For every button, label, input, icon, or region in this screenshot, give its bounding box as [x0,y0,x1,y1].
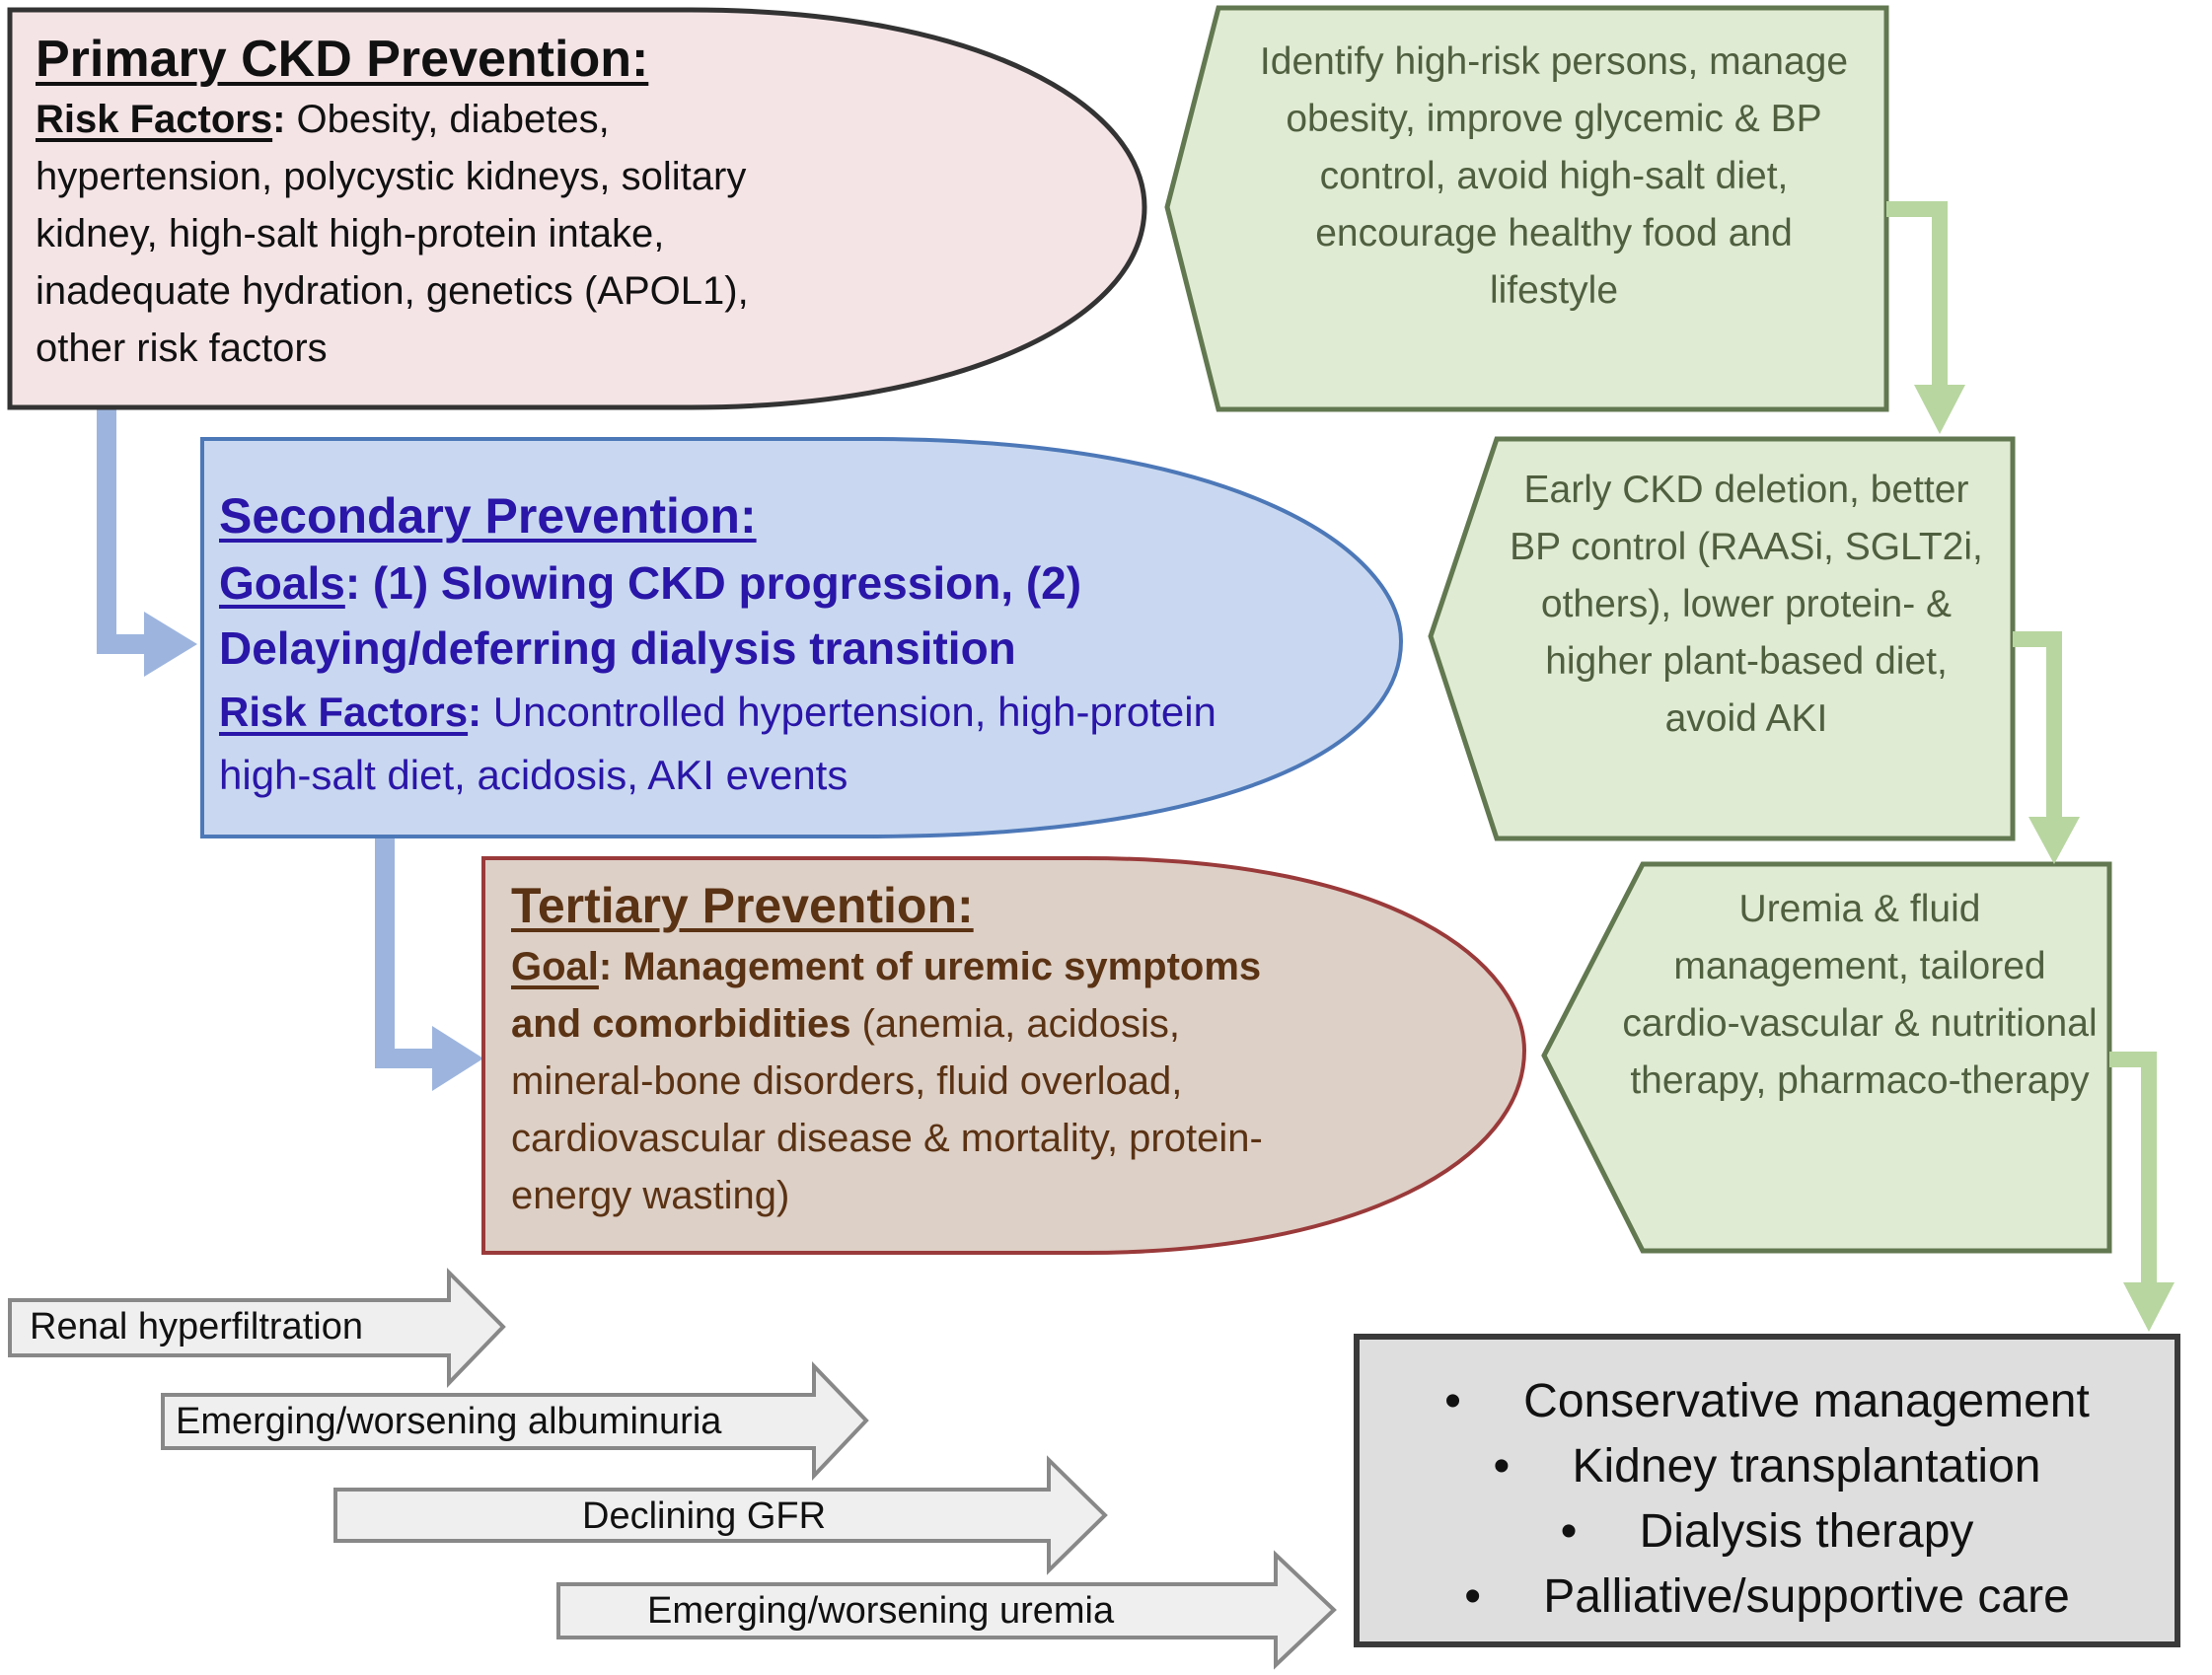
bullet-icon: • [1444,1375,1461,1427]
tertiary-goal-text: : Management of uremic symptoms and como… [511,945,1262,1046]
progression-arrow-3 [333,1455,1108,1575]
intervention-text-2: Early CKD deletion, better BP control (R… [1510,469,1983,740]
tertiary-prevention-text: Tertiary Prevention: Goal: Management of… [511,873,1300,1224]
outcome-list: •Conservative management •Kidney transpl… [1360,1369,2175,1630]
connector-secondary-to-tertiary [375,837,483,1091]
primary-title: Primary CKD Prevention: [36,31,649,88]
connector-primary-to-secondary [97,409,197,677]
green-arrow-1-to-2 [1886,201,1965,434]
progression-label-2: Emerging/worsening albuminuria [176,1401,722,1442]
outcome-item: • Dialysis therapy [1360,1499,2175,1565]
secondary-goals-label: Goals [219,557,345,609]
primary-risk-colon: : [272,98,286,141]
secondary-prevention-shape [200,437,1404,838]
secondary-risk-text: Uncontrolled hypertension, high-protein … [219,689,1217,798]
green-arrow-2-to-3 [2013,631,2080,864]
outcome-item-label: Kidney transplantation [1572,1440,2041,1493]
primary-risk-label: Risk Factors [36,98,273,141]
green-arrow-3-to-outcome [2109,1052,2175,1332]
tertiary-prevention-shape [481,856,1527,1255]
primary-risk-text: Obesity, diabetes, hypertension, polycys… [36,98,749,370]
intervention-text-3: Uremia & fluid management, tailored card… [1622,888,2098,1102]
bullet-icon: • [1560,1505,1578,1558]
progression-arrow-4 [556,1550,1337,1670]
secondary-title: Secondary Prevention: [219,488,757,544]
outcome-item-label: Dialysis therapy [1639,1505,1974,1558]
progression-label-3: Declining GFR [582,1495,827,1537]
secondary-goals-text: : (1) Slowing CKD progression, (2) Delay… [219,557,1082,674]
bullet-icon: • [1464,1570,1481,1623]
secondary-risk-colon: : [468,689,482,735]
primary-prevention-text: Primary CKD Prevention: Risk Factors: Ob… [36,28,845,377]
outcome-item-label: Conservative management [1523,1375,2090,1427]
outcome-item-label: Palliative/supportive care [1543,1570,2070,1623]
secondary-risk-label: Risk Factors [219,689,469,735]
progression-label-4: Emerging/worsening uremia [647,1590,1115,1632]
outcome-box: •Conservative management •Kidney transpl… [1354,1334,2180,1647]
tertiary-goal-label: Goal [511,945,599,988]
tertiary-detail-text: (anemia, acidosis, mineral-bone disorder… [511,1002,1263,1217]
intervention-text-1: Identify high-risk persons, manage obesi… [1259,40,1849,312]
outcome-item: • Palliative/supportive care [1360,1565,2175,1630]
secondary-prevention-text: Secondary Prevention: Goals: (1) Slowing… [219,481,1225,807]
tertiary-title: Tertiary Prevention: [511,878,974,933]
outcome-item: • Conservative management [1360,1369,2175,1434]
bullet-icon: • [1493,1440,1511,1493]
outcome-item: • Kidney transplantation [1360,1434,2175,1499]
progression-arrow-2 [161,1361,869,1482]
primary-prevention-shape [7,7,1147,410]
progression-label-1: Renal hyperfiltration [30,1306,363,1347]
progression-arrow-1 [8,1268,506,1388]
